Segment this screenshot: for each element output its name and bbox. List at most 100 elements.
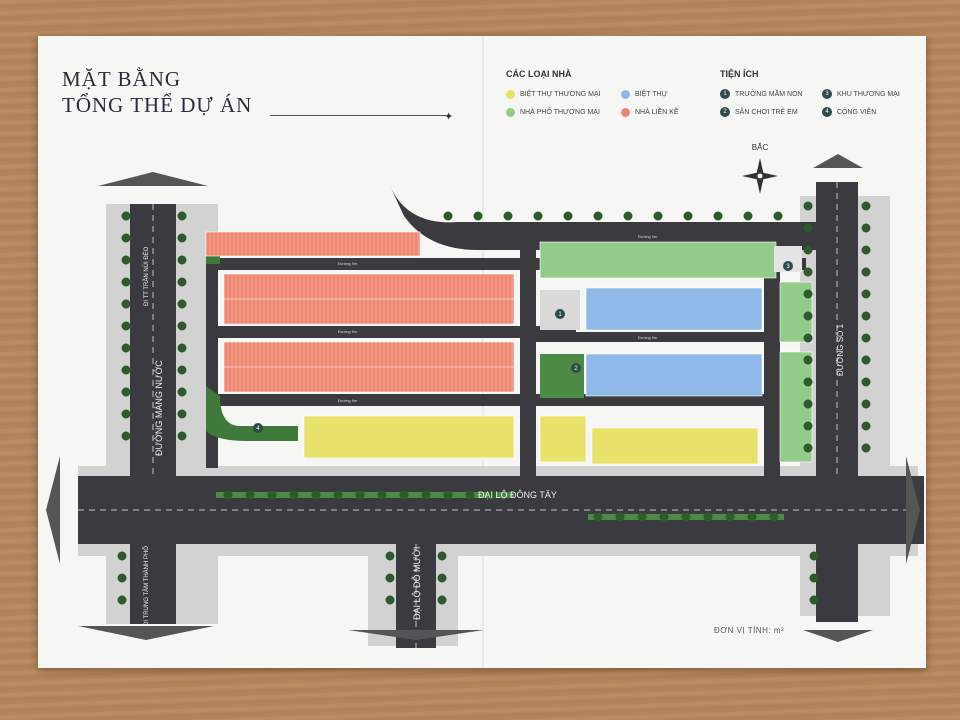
tree-icon [223, 490, 233, 500]
legend-item-lien-ke: NHÀ LIỀN KỀ [621, 108, 679, 117]
tree-icon [533, 211, 543, 221]
tree-icon [121, 211, 131, 221]
tree-icon [177, 387, 187, 397]
tree-icon [121, 387, 131, 397]
tree-icon [177, 299, 187, 309]
tree-icon [177, 365, 187, 375]
tree-icon [399, 490, 409, 500]
tree-icon [121, 431, 131, 441]
arrow-up-left-icon [98, 172, 208, 186]
tree-icon [177, 343, 187, 353]
tree-icon [121, 343, 131, 353]
marker-2-label: 2 [574, 366, 578, 372]
label-road-so-1: ĐƯỜNG SỐ 1 [835, 324, 845, 376]
tree-icon [861, 267, 871, 277]
tree-icon [117, 595, 127, 605]
label-internal-road-1: Đường 9m [638, 234, 658, 239]
tree-icon [311, 490, 321, 500]
amenity-markers: 1 2 3 4 [253, 261, 793, 433]
tree-icon [861, 333, 871, 343]
tree-icon [177, 431, 187, 441]
tree-icon [121, 299, 131, 309]
title-underline [270, 115, 446, 116]
arrow-down-left-icon [78, 626, 214, 640]
block-lk1 [205, 231, 421, 257]
marker-1-label: 1 [558, 312, 562, 318]
number-3-icon: 3 [822, 89, 832, 99]
compass-label: BẮC [752, 143, 769, 152]
tree-icon [333, 490, 343, 500]
legend-item-san-choi: 2 SÂN CHƠI TRẺ EM [720, 107, 798, 117]
site-plan-map: 1 2 3 4 BẮC ĐƯỜNG MÁNG NƯỚC ĐI TT TRẦN N… [46, 143, 924, 648]
tree-icon [803, 399, 813, 409]
tree-icon [803, 421, 813, 431]
marker-3 [783, 261, 793, 271]
legend-item-pho-tm: NHÀ PHỐ THƯƠNG MẠI [506, 108, 600, 117]
green-dot-icon [506, 108, 515, 117]
tree-icon [743, 211, 753, 221]
label-road-dong-tay: ĐẠI LỘ ĐÔNG TÂY [478, 490, 557, 500]
unit-label: ĐƠN VỊ TÍNH: m² [714, 626, 785, 635]
tree-icon [593, 211, 603, 221]
tree-icon [421, 490, 431, 500]
tree-icon [615, 512, 625, 522]
title-line-2: TỔNG THỂ DỰ ÁN [62, 93, 253, 117]
tree-icon [355, 490, 365, 500]
legend-item-cong-vien: 4 CÔNG VIÊN [822, 107, 876, 117]
blue-dot-icon [621, 90, 630, 99]
tree-icon [289, 490, 299, 500]
tree-icon [773, 211, 783, 221]
block-bttm-east [591, 427, 759, 465]
tree-icon [861, 399, 871, 409]
tree-icon [683, 211, 693, 221]
tree-icon [769, 512, 779, 522]
tree-icon [861, 377, 871, 387]
tree-icon [437, 595, 447, 605]
tree-icon [803, 377, 813, 387]
tree-icon [803, 267, 813, 277]
red-dot-icon [621, 108, 630, 117]
block-bttm-corner [539, 415, 587, 463]
tree-icon [861, 245, 871, 255]
tree-icon [623, 211, 633, 221]
internal-road-4 [536, 332, 766, 342]
arrow-up-right-icon [813, 154, 863, 168]
title-line-1: MẶT BẰNG [62, 67, 182, 91]
tree-icon [385, 573, 395, 583]
tree-icon [803, 443, 813, 453]
marker-4-label: 4 [256, 426, 260, 432]
block-bt-north [585, 287, 763, 331]
arrow-right-icon [906, 456, 920, 564]
arrow-down-right-icon [803, 630, 873, 642]
tree-icon [803, 333, 813, 343]
tree-icon [861, 201, 871, 211]
tree-icon [473, 211, 483, 221]
number-2-icon: 2 [720, 107, 730, 117]
tree-icon [803, 355, 813, 365]
label-road-do-muoi: ĐẠI LỘ ĐỖ MƯỜI [411, 547, 422, 620]
legend-item-biet-thu-tm: BIỆT THỰ THƯƠNG MẠI [506, 90, 601, 99]
tree-icon [713, 211, 723, 221]
compass-icon [742, 158, 778, 194]
tree-icon [245, 490, 255, 500]
tree-icon [385, 551, 395, 561]
arrow-left-icon [46, 456, 60, 564]
tree-icon [487, 490, 497, 500]
tree-icon [681, 512, 691, 522]
legend-house-types-heading: CÁC LOẠI NHÀ [506, 69, 572, 79]
tree-icon [861, 443, 871, 453]
tree-icon [121, 409, 131, 419]
tree-icon [177, 211, 187, 221]
tree-icon [809, 551, 819, 561]
tree-icon [177, 321, 187, 331]
tree-icon [809, 595, 819, 605]
block-bttm-west [303, 415, 515, 459]
tree-icon [503, 211, 513, 221]
legend-item-truong-mam-non: 1 TRƯỜNG MẦM NON [720, 89, 803, 99]
block-ptm-east2 [779, 351, 813, 463]
tree-icon [803, 201, 813, 211]
tree-icon [803, 311, 813, 321]
tree-icon [177, 277, 187, 287]
marker-1 [555, 309, 565, 319]
tree-icon [121, 365, 131, 375]
